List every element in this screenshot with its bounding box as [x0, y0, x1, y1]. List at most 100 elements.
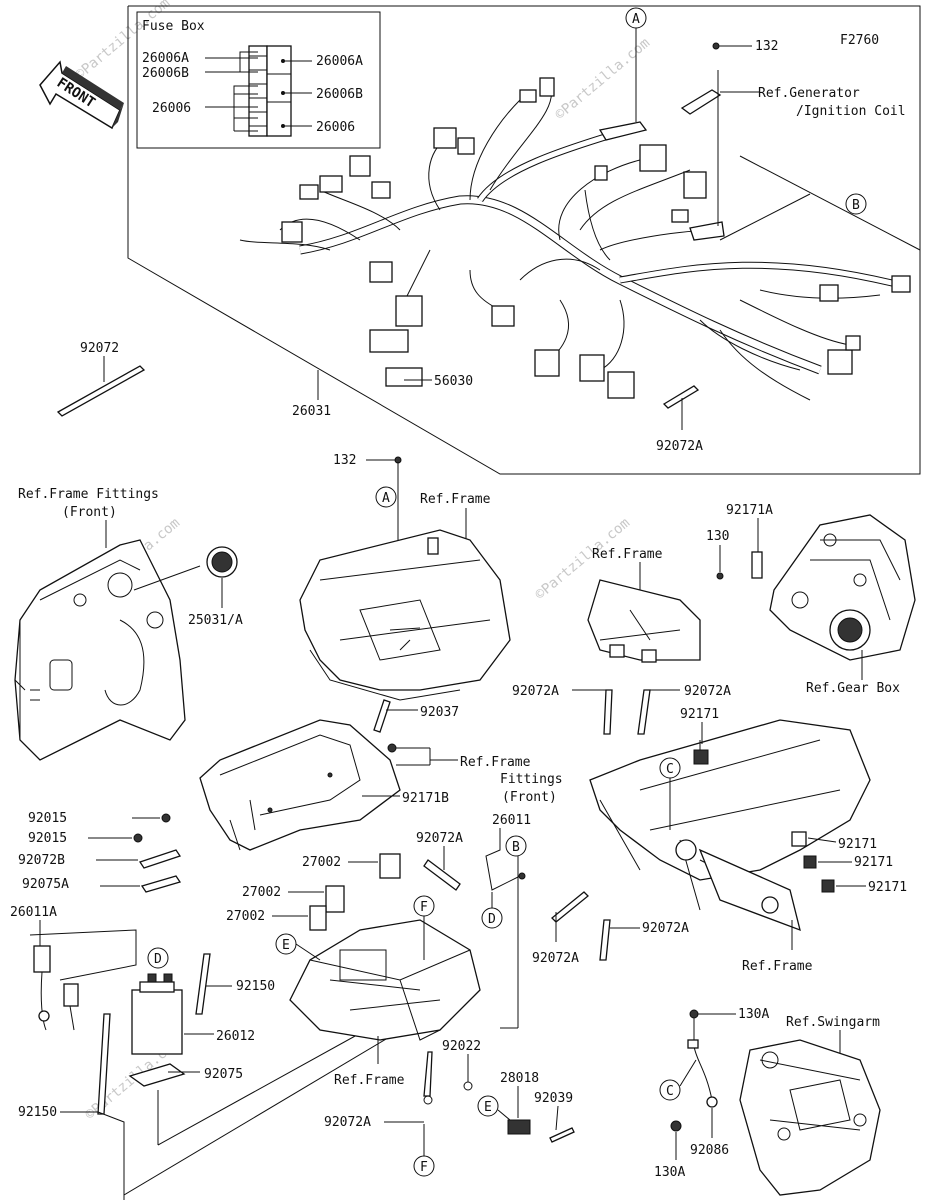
- part-label: 92075: [204, 1067, 243, 1082]
- frame-fittings-front: Ref.Frame Fittings (Front) 25031/A: [14, 487, 243, 761]
- battery-tray: 27002 27002 27002 E F Ref.Frame 92072A 2…: [226, 813, 531, 1088]
- callout-letter: C: [666, 762, 674, 777]
- battery-26012: [131, 989, 183, 1055]
- callout-letter: C: [666, 1084, 674, 1099]
- ref-label: Ref.Frame Fittings: [18, 487, 159, 502]
- fuse-right-label: 26006B: [316, 87, 363, 102]
- part-label: 92150: [18, 1105, 57, 1120]
- ref-label: /Ignition Coil: [796, 104, 906, 119]
- part-label: 92171A: [726, 503, 773, 518]
- part-label: 92015: [28, 811, 67, 826]
- callout-letter: F: [420, 900, 428, 915]
- part-label: 92171: [680, 707, 719, 722]
- main-wiring-harness: [239, 77, 911, 401]
- part-label: 92171B: [402, 791, 449, 806]
- ref-label: Ref.Frame: [592, 547, 663, 562]
- figure-code: F2760: [840, 33, 879, 48]
- harness-group-outline: [127, 5, 921, 475]
- relay-28018: [507, 1119, 531, 1135]
- fuse-box-title: Fuse Box: [142, 19, 205, 34]
- callout-letter: B: [512, 840, 520, 855]
- part-label: 92171: [854, 855, 893, 870]
- ground-lead: 130A C 92086 130A Ref.Swingarm: [654, 1007, 881, 1196]
- part-label: 92015: [28, 831, 67, 846]
- ref-label: Ref.Gear Box: [806, 681, 900, 696]
- part-label: 92072A: [656, 439, 703, 454]
- callout-d: [147, 947, 169, 969]
- part-label: 25031/A: [188, 613, 243, 628]
- part-label: 92072A: [512, 684, 559, 699]
- part-label: 130A: [654, 1165, 685, 1180]
- fuse-right-label: 26006: [316, 120, 355, 135]
- part-label: 130: [706, 529, 729, 544]
- part-label: 92072A: [532, 951, 579, 966]
- front-arrow-icon: FRONT: [39, 60, 124, 130]
- part-label: 92086: [690, 1143, 729, 1158]
- callout-letter: A: [632, 12, 640, 27]
- callout-letter: E: [484, 1100, 492, 1115]
- ref-label: Ref.Generator: [758, 86, 860, 101]
- callout-letter: F: [420, 1160, 428, 1175]
- part-label: 92171: [838, 837, 877, 852]
- callout-letter: B: [852, 198, 860, 213]
- frame-section-right: Ref.Frame 92072A 92072A: [512, 547, 731, 735]
- battery-mounting: 92015 92015 92072B 92075A 26011A D 26012…: [10, 811, 419, 1200]
- callout-b: [845, 193, 867, 215]
- rear-frame-assembly: C Ref.Frame 92171 92171 92171 92171 9207…: [532, 707, 907, 974]
- callout-letter: E: [282, 938, 290, 953]
- part-label: 92075A: [22, 877, 69, 892]
- part-label: 56030: [434, 374, 473, 389]
- ref-label: (Front): [62, 505, 117, 520]
- callout-e2: [477, 1095, 499, 1117]
- ref-label: Ref.Frame: [334, 1073, 405, 1088]
- ref-label: (Front): [502, 790, 557, 805]
- part-label: 26012: [216, 1029, 255, 1044]
- part-label: 92072A: [416, 831, 463, 846]
- part-label: 92022: [442, 1039, 481, 1054]
- part-label: 92072A: [642, 921, 689, 936]
- part-label: 92072A: [324, 1115, 371, 1130]
- callout-letter: A: [382, 491, 390, 506]
- part-label: 92171: [868, 880, 907, 895]
- callout-c2: [659, 1079, 681, 1101]
- part-label: 92072B: [18, 853, 65, 868]
- part-label: 26011A: [10, 905, 57, 920]
- part-label: 92072: [80, 341, 119, 356]
- callout-letter: D: [154, 952, 162, 967]
- part-label: 27002: [302, 855, 341, 870]
- ref-label: Ref.Frame: [420, 492, 491, 507]
- part-label: 27002: [226, 909, 265, 924]
- frame-section-a: Ref.Frame: [299, 492, 511, 701]
- ref-label: Ref.Frame: [742, 959, 813, 974]
- part-label: 132: [755, 39, 778, 54]
- part-label: 26011: [492, 813, 531, 828]
- relay-area: 92022 E 28018 92039 92072A F: [324, 1039, 575, 1177]
- part-label: 28018: [500, 1071, 539, 1086]
- fuse-left-label: 26006B: [142, 66, 189, 81]
- callout-a2: [375, 486, 397, 508]
- label-plate-56030: [385, 367, 423, 387]
- fuse-box-diagram: Fuse Box 26006A 26006B 26006 26006A 2600…: [136, 11, 381, 149]
- fuse-right-label: 26006A: [316, 54, 363, 69]
- fuse-left-label: 26006A: [142, 51, 189, 66]
- ref-label: Ref.Swingarm: [786, 1015, 880, 1030]
- part-label: 130A: [738, 1007, 769, 1022]
- part-label: 27002: [242, 885, 281, 900]
- part-label: 92072A: [684, 684, 731, 699]
- front-cover-plate: 92171B: [199, 719, 449, 851]
- watermark: ©Partzilla.com: [552, 35, 653, 123]
- ref-label: Ref.Frame: [460, 755, 531, 770]
- part-label: 92037: [420, 705, 459, 720]
- part-label: 132: [333, 453, 356, 468]
- part-label: 26031: [292, 404, 331, 419]
- fuse-holder: [33, 945, 51, 973]
- ref-label: Fittings: [500, 772, 563, 787]
- callout-letter: D: [488, 912, 496, 927]
- fuse-left-label: 26006: [152, 101, 191, 116]
- part-label: 92039: [534, 1091, 573, 1106]
- gear-box: 92171A 130 Ref.Gear Box: [706, 503, 916, 696]
- callout-b2: [505, 835, 527, 857]
- part-label: 92150: [236, 979, 275, 994]
